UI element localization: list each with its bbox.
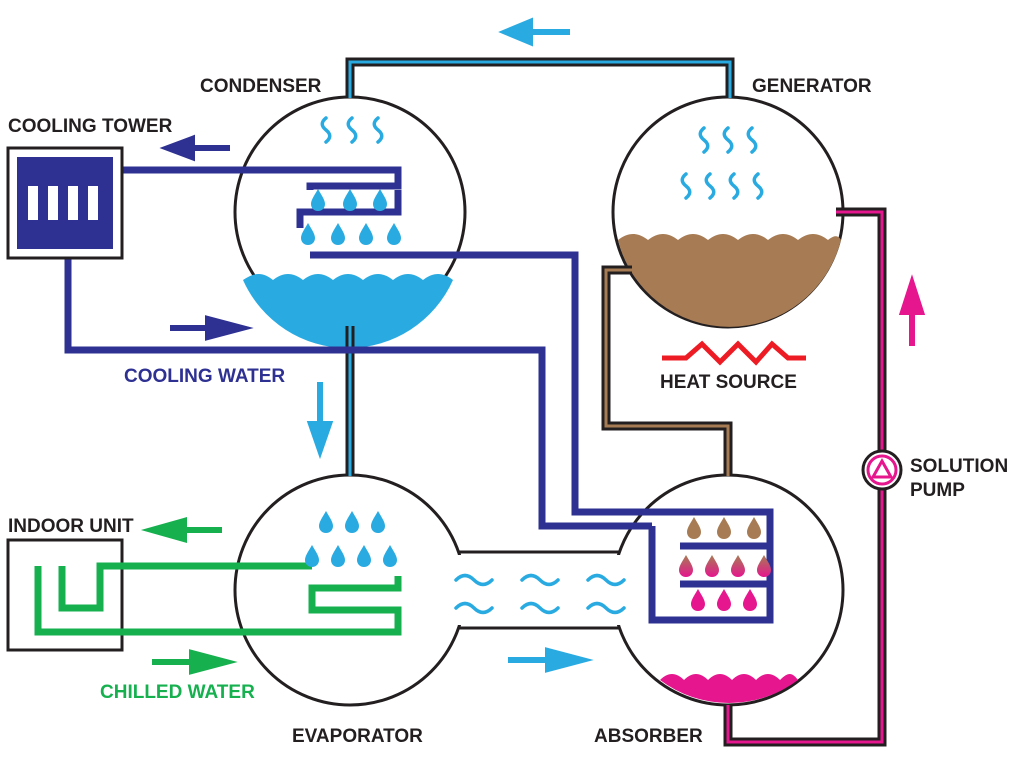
- cooling-arrow-right-icon: [170, 315, 254, 341]
- chilled-water-label: CHILLED WATER: [100, 682, 255, 703]
- strong-solution-line: [601, 265, 733, 476]
- weak-solution-line: [723, 207, 887, 747]
- condenser-liquid: [243, 274, 453, 349]
- generator-label: GENERATOR: [752, 76, 872, 97]
- cooling-tower-label: COOLING TOWER: [8, 116, 173, 137]
- evaporator-label: EVAPORATOR: [292, 726, 423, 747]
- absorber-coil: [680, 542, 770, 588]
- heat-source-label: HEAT SOURCE: [660, 372, 797, 393]
- condenser-coil: [296, 190, 402, 228]
- vapor-arrow-right-icon: [508, 647, 594, 673]
- solution-pump-label-line2: PUMP: [910, 480, 965, 501]
- absorber-solution: [660, 674, 798, 703]
- cooling-water-label: COOLING WATER: [124, 366, 285, 387]
- solution-pump-label-line1: SOLUTION: [910, 456, 1008, 477]
- refrigerant-arrow-down-icon: [306, 382, 334, 460]
- solution-arrow-up-icon: [898, 274, 926, 346]
- cooling-tower: [6, 146, 124, 260]
- indoor-unit-label: INDOOR UNIT: [8, 516, 134, 537]
- chilled-arrow-right-icon: [152, 649, 238, 675]
- chilled-arrow-left-icon: [140, 517, 222, 543]
- vapor-arrow-left-icon: [498, 17, 570, 47]
- cooling-water-line: [64, 166, 774, 624]
- condenser-label: CONDENSER: [200, 76, 322, 97]
- generator-solution: [618, 234, 841, 327]
- solution-pump-icon: [861, 449, 903, 491]
- cooling-arrow-left-icon: [159, 134, 230, 162]
- flow-arrows: [140, 17, 926, 675]
- chilled-water-line: [34, 562, 402, 636]
- absorber-label: ABSORBER: [594, 726, 703, 747]
- heat-source-icon: [662, 340, 806, 366]
- refrigerant-vapor-line: [345, 57, 735, 98]
